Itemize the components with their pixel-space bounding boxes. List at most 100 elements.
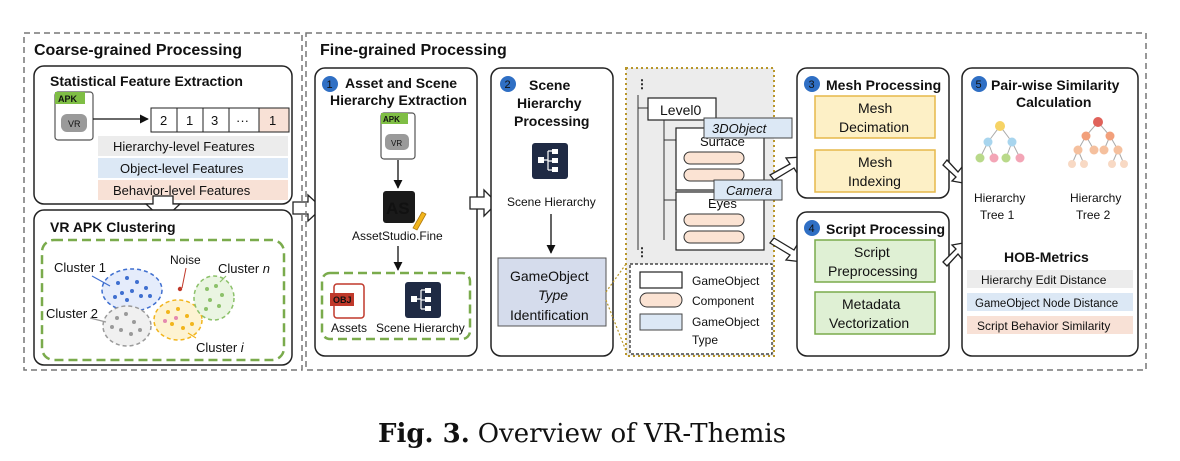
hierarchy-tree-2-graphic <box>1068 117 1128 168</box>
step1-apk-icon: APK VR <box>380 112 416 160</box>
metric-gameobject-node-bg <box>967 293 1133 311</box>
tree1-label-line1: Hierarchy <box>974 191 1025 205</box>
script-preprocessing-line1: Script <box>854 244 890 260</box>
script-preprocessing-box <box>814 239 936 283</box>
clusteri-label: Cluster i <box>196 340 245 355</box>
svg-text:VR: VR <box>68 119 81 129</box>
gameobject-id-line1: GameObject <box>510 268 589 284</box>
gameobject-id-line2: Type <box>538 287 568 303</box>
tree2-label-line2: Tree 2 <box>1076 208 1111 222</box>
metric-script-behavior-bg <box>967 316 1133 334</box>
object-feature-band <box>98 158 288 178</box>
mesh-indexing-line2: Indexing <box>848 173 901 189</box>
step1-title-line1: Asset and Scene <box>345 75 457 91</box>
step4-title: Script Processing <box>826 221 945 237</box>
scene-hierarchy-icon-step1 <box>405 282 441 318</box>
legend-type-label-line2: Type <box>692 333 718 347</box>
tree-top-dots: ⋮ <box>636 77 648 91</box>
tree1-label-line2: Tree 1 <box>980 208 1015 222</box>
step4-number: 4 <box>809 223 815 235</box>
obj-file-icon: OBJ <box>330 283 365 319</box>
mesh-decimation-box <box>814 95 936 139</box>
legend-component-label: Component <box>692 294 755 308</box>
feature-vector: 2 1 3 ··· 1 <box>150 107 290 133</box>
coarse-title: Coarse-grained Processing <box>34 42 242 59</box>
apk-file-icon: APK VR <box>54 91 94 141</box>
step1-output-dashed-area <box>320 271 472 341</box>
svg-text:···: ··· <box>236 113 249 128</box>
metric-hierarchy-edit-bg <box>967 270 1133 288</box>
svg-text:VR: VR <box>391 139 402 148</box>
tree-to-script-arrow <box>769 237 804 263</box>
step2-title-line1: Scene <box>529 77 570 93</box>
fine-panel <box>305 32 1147 371</box>
svg-text:APK: APK <box>383 115 400 124</box>
stat-feature-title: Statistical Feature Extraction <box>50 73 243 89</box>
legend-type-label-line1: GameObject <box>692 315 760 329</box>
tag-3dobject-label: 3DObject <box>712 121 768 136</box>
assetstudio-label: AssetStudio.Fine <box>352 229 443 243</box>
svg-text:AS: AS <box>386 199 410 218</box>
tag-camera <box>713 179 783 201</box>
cluster-plot <box>89 267 235 347</box>
hob-metrics-title: HOB-Metrics <box>1004 249 1089 265</box>
legend-type-swatch <box>639 313 683 331</box>
level0-label: Level0 <box>660 102 701 118</box>
metadata-vectorization-box <box>814 291 936 335</box>
legend-component-swatch <box>639 292 683 308</box>
step5-title-line1: Pair-wise Similarity <box>991 77 1120 93</box>
scene-hierarchy-icon-step2 <box>532 143 568 179</box>
legend-gameobject-label: GameObject <box>692 274 760 288</box>
step1-number: 1 <box>327 79 333 91</box>
step3-number: 3 <box>809 79 815 91</box>
metric-gameobject-node-label: GameObject Node Distance <box>975 298 1118 310</box>
svg-text:2: 2 <box>160 113 167 128</box>
figure-caption: Fig. 3.Overview of VR-Themis <box>378 419 786 449</box>
clustering-dashed-area <box>40 238 286 362</box>
tag-3dobject <box>703 117 793 139</box>
step1-title-line2: Hierarchy Extraction <box>330 92 467 108</box>
behavior-feature-band <box>98 180 288 200</box>
metadata-vectorization-line2: Vectorization <box>829 315 909 331</box>
tree2-label-line1: Hierarchy <box>1070 191 1121 205</box>
object-feature-label: Object-level Features <box>120 161 244 176</box>
tree-bottom-dots: ⋮ <box>636 245 648 259</box>
step5-number: 5 <box>976 79 982 91</box>
eyes-component-1 <box>683 213 745 227</box>
script-preprocessing-line2: Preprocessing <box>828 263 918 279</box>
svg-text:1: 1 <box>186 113 193 128</box>
metric-hierarchy-edit-label: Hierarchy Edit Distance <box>981 273 1107 287</box>
tag-camera-label: Camera <box>726 183 772 198</box>
metadata-vectorization-line1: Metadata <box>842 296 901 312</box>
metric-script-behavior-label: Script Behavior Similarity <box>977 319 1110 333</box>
mesh-decimation-line1: Mesh <box>858 100 892 116</box>
step2-number-badge <box>500 76 516 92</box>
step2-title-line3: Processing <box>514 113 589 129</box>
step5-title-line2: Calculation <box>1016 94 1091 110</box>
step5-number-badge <box>971 76 987 92</box>
mesh-indexing-box <box>814 149 936 193</box>
zoom-connector <box>605 263 629 357</box>
hierarchy-feature-label: Hierarchy-level Features <box>113 139 255 154</box>
step1-number-badge <box>322 76 338 92</box>
clustering-box <box>33 209 293 366</box>
surface-component-2 <box>683 168 745 182</box>
clustern-label: Cluster n <box>218 261 270 276</box>
hierarchy-feature-band <box>98 136 288 156</box>
fine-title: Fine-grained Processing <box>320 42 507 59</box>
svg-text:1: 1 <box>269 113 276 128</box>
svg-text:APK: APK <box>58 94 78 104</box>
step2-number: 2 <box>505 79 511 91</box>
svg-text:3: 3 <box>211 113 218 128</box>
step3-number-badge <box>804 76 820 92</box>
assets-label: Assets <box>331 321 367 335</box>
clustering-title: VR APK Clustering <box>50 219 176 235</box>
gameobject-id-line3: Identification <box>510 307 589 323</box>
step4-number-badge <box>804 220 820 236</box>
noise-label: Noise <box>170 253 201 267</box>
step3-title: Mesh Processing <box>826 77 941 93</box>
cluster1-label: Cluster 1 <box>54 260 106 275</box>
hierarchy-tree-1-graphic <box>975 121 1025 163</box>
svg-text:OBJ: OBJ <box>333 295 352 305</box>
